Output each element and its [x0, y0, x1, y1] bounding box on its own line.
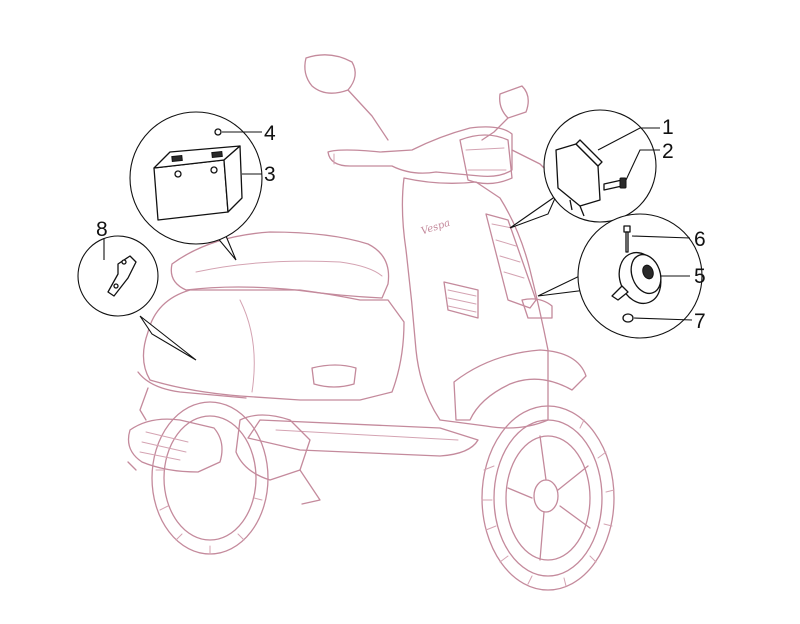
seat: [170, 231, 390, 299]
callout-number-3: 3: [264, 163, 276, 186]
battery-screw[interactable]: [214, 128, 222, 136]
left-mirror: [304, 54, 356, 94]
horn-bolt[interactable]: [623, 225, 631, 253]
handlebar: [327, 126, 513, 178]
rear-wheel: [151, 401, 269, 555]
front-fender: [453, 349, 587, 421]
bracket-callout: [77, 235, 197, 361]
callout-number-4: 4: [264, 122, 276, 145]
relay-callout: [509, 109, 657, 229]
right-mirror: [499, 85, 529, 119]
front-wheel: [481, 405, 615, 591]
callout-number-2: 2: [662, 140, 674, 163]
brand-script: Vespa: [420, 218, 452, 238]
battery-part[interactable]: [153, 145, 243, 221]
leader-lines: [103, 127, 693, 321]
battery-callout: [129, 111, 263, 261]
rear-cowl: [142, 289, 405, 401]
callout-numbers: 1 2 3 4 5 6 7 8: [96, 116, 706, 333]
callout-number-5: 5: [694, 265, 706, 288]
horn-part[interactable]: [611, 247, 668, 310]
callout-number-7: 7: [694, 310, 706, 333]
horn-grille: [485, 213, 537, 309]
horn-callout: [537, 213, 703, 339]
relay-screw[interactable]: [603, 177, 627, 191]
muffler: [127, 418, 223, 473]
horn-nut[interactable]: [622, 313, 634, 323]
callout-number-6: 6: [694, 228, 706, 251]
floorboard: [247, 419, 479, 457]
relay-part[interactable]: [555, 139, 603, 217]
side-vent: [443, 281, 479, 319]
callout-number-1: 1: [662, 116, 674, 139]
callout-number-8: 8: [96, 218, 108, 241]
leg-shield: [401, 177, 549, 429]
